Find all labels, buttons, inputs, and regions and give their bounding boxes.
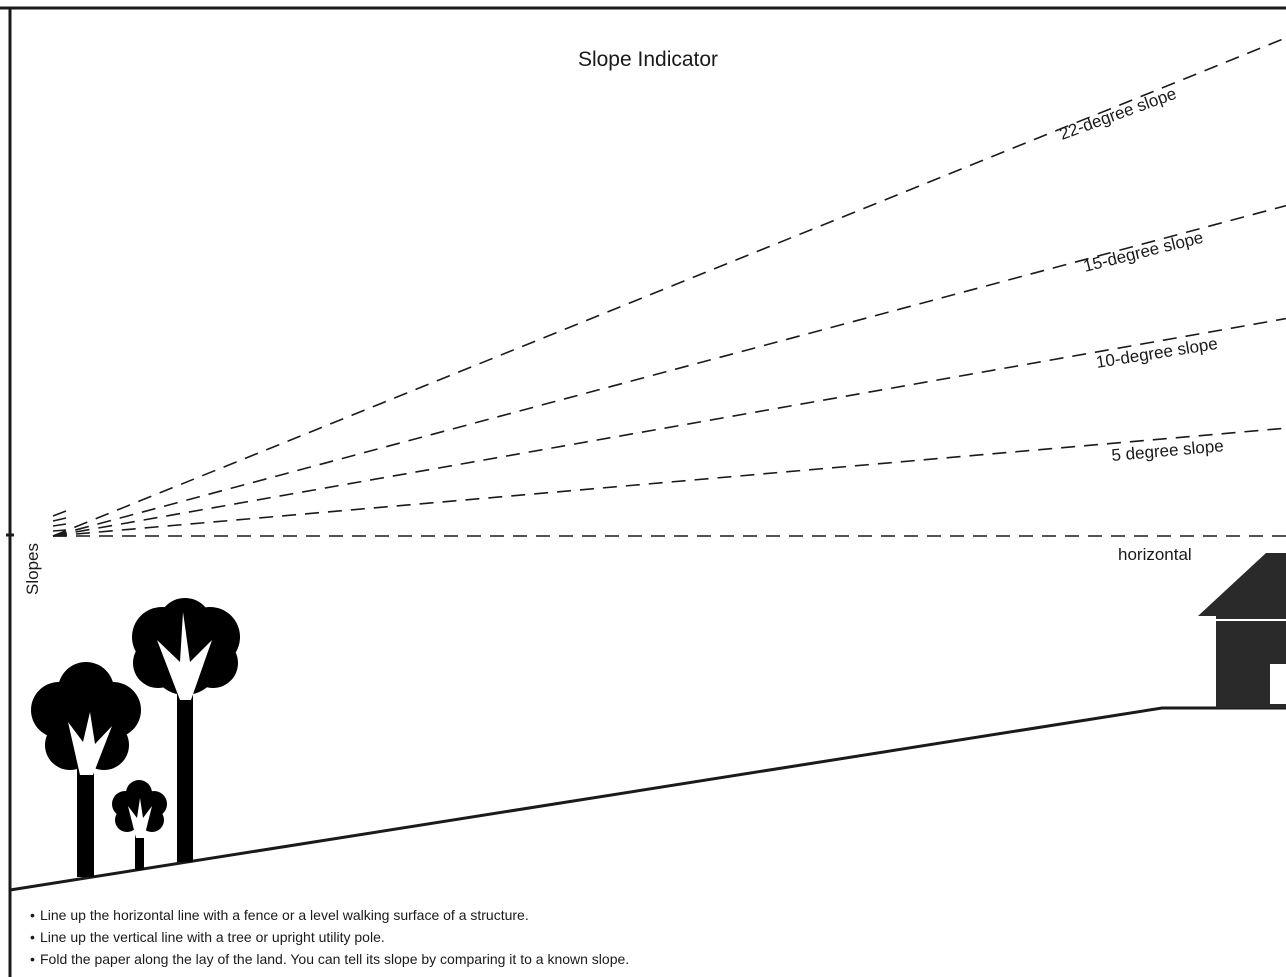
ground-line: [9, 706, 1286, 892]
tree-left: [31, 662, 141, 877]
slopes-side-label: Slopes: [23, 543, 42, 595]
label-5-degree: 5 degree slope: [1111, 436, 1225, 465]
origin-stubs: [52, 510, 67, 537]
slope-line-22-degree: [52, 37, 1286, 537]
instruction-item: Line up the vertical line with a tree or…: [30, 926, 629, 948]
slope-line-5-degree: [52, 427, 1286, 537]
slope-lines: [52, 37, 1286, 537]
diagram-title: Slope Indicator: [578, 48, 718, 71]
instruction-item: Fold the paper along the lay of the land…: [30, 948, 629, 970]
instructions-list: Line up the horizontal line with a fence…: [30, 904, 629, 970]
label-15-degree: 15-degree slope: [1081, 228, 1205, 276]
label-22-degree: 22-degree slope: [1057, 84, 1179, 144]
tree-icon: [31, 598, 240, 877]
slope-line-10-degree: [52, 317, 1286, 537]
tree-tall: [132, 598, 240, 862]
slope-line-15-degree: [52, 204, 1286, 537]
house-icon: [1198, 553, 1286, 708]
instruction-item: Line up the horizontal line with a fence…: [30, 904, 629, 926]
label-10-degree: 10-degree slope: [1095, 334, 1219, 372]
label-horizontal: horizontal: [1118, 545, 1192, 564]
tree-small: [112, 780, 167, 870]
